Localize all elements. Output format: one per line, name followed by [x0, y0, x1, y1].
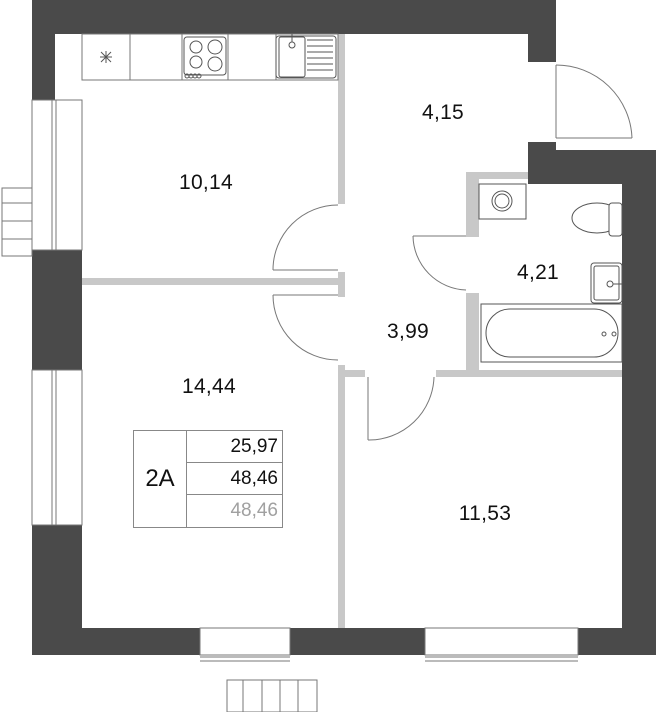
fridge-icon	[100, 51, 112, 63]
window-bottom-right	[424, 627, 579, 662]
apartment-info-box: 2A 25,97 48,46 48,46	[133, 430, 283, 528]
washing-machine-icon	[478, 183, 527, 220]
total-area-with-balcony-value: 48,46	[230, 500, 278, 521]
window-left-lower	[31, 369, 83, 526]
inner-walls	[82, 34, 622, 628]
bedroom-door	[367, 376, 435, 441]
stove-icon	[183, 36, 227, 79]
window-bottom-left	[199, 627, 291, 662]
room-area-kitchen: 10,14	[178, 171, 234, 194]
sink-icon	[275, 34, 337, 79]
room-area-corridor: 3,99	[386, 320, 430, 343]
toilet-icon	[571, 202, 623, 237]
apartment-type: 2A	[134, 431, 187, 527]
kitchen-counter	[81, 33, 339, 81]
radiator-bottom	[226, 679, 318, 713]
entrance-door	[555, 64, 633, 139]
room-area-hall: 4,15	[421, 101, 465, 124]
bathroom-door	[412, 235, 467, 291]
outer-walls	[32, 0, 656, 655]
window-left-upper	[31, 99, 83, 251]
room-area-bathroom: 4,21	[516, 261, 560, 284]
living-room-door	[272, 294, 339, 361]
room-area-living-room: 14,44	[181, 375, 237, 398]
washbasin-icon	[590, 262, 623, 304]
room-area-bedroom: 11,53	[458, 502, 512, 525]
radiator-left	[1, 187, 33, 257]
bathtub-icon	[480, 303, 623, 363]
total-area-value: 48,46	[186, 463, 282, 495]
living-area-value: 25,97	[186, 431, 282, 463]
kitchen-door	[272, 204, 339, 271]
